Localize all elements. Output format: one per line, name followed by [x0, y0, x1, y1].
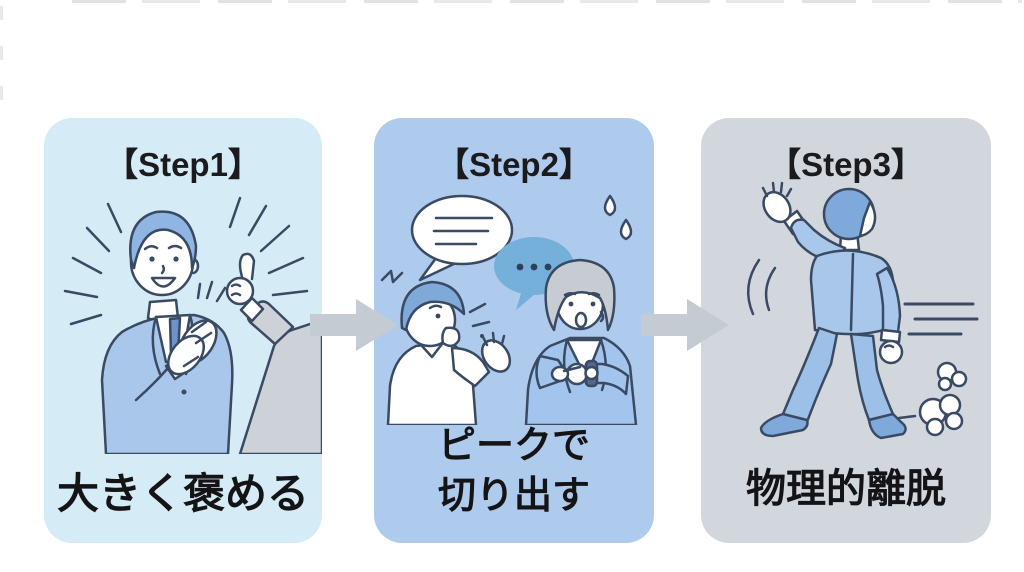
- walking-man: [759, 181, 907, 440]
- arrow-right-icon-1: [310, 299, 398, 351]
- clapping-man: [100, 210, 234, 454]
- cropped-text-artifact: [72, 0, 1022, 3]
- talking-man: [380, 269, 512, 425]
- walking-away-illustration: [746, 181, 979, 440]
- conversation-illustration: [380, 194, 638, 425]
- speech-bubble-text: [410, 194, 514, 282]
- step1-card: 【Step1】: [44, 118, 322, 543]
- woman-checking-watch: [524, 194, 638, 425]
- arrow-right-icon-2: [641, 299, 729, 351]
- step2-title: 【Step2】: [436, 146, 592, 183]
- step3-card: 【Step3】: [701, 118, 991, 543]
- arrow-right-shape-1: [310, 299, 398, 351]
- step3-caption: 物理的離脱: [746, 467, 946, 511]
- dust-puffs: [897, 361, 968, 437]
- praise-illustration: [63, 196, 322, 454]
- left-edge-artifact: [0, 6, 3, 116]
- thumbs-up-person: [225, 252, 322, 454]
- wave-motion-arcs: [746, 258, 777, 316]
- speed-lines: [903, 302, 979, 336]
- step2-caption-line1: ピークで: [437, 425, 590, 468]
- step2-caption-line2: 切り出す: [437, 474, 590, 517]
- step1-caption: 大きく褒める: [56, 469, 309, 517]
- step3-title: 【Step3】: [768, 146, 924, 183]
- arrow-right-shape-2: [641, 299, 729, 351]
- step2-card: 【Step2】: [374, 118, 654, 543]
- step2-caption: ピークで 切り出す: [368, 422, 660, 521]
- praise-burst-lines: [63, 196, 309, 326]
- step1-title: 【Step1】: [105, 146, 261, 183]
